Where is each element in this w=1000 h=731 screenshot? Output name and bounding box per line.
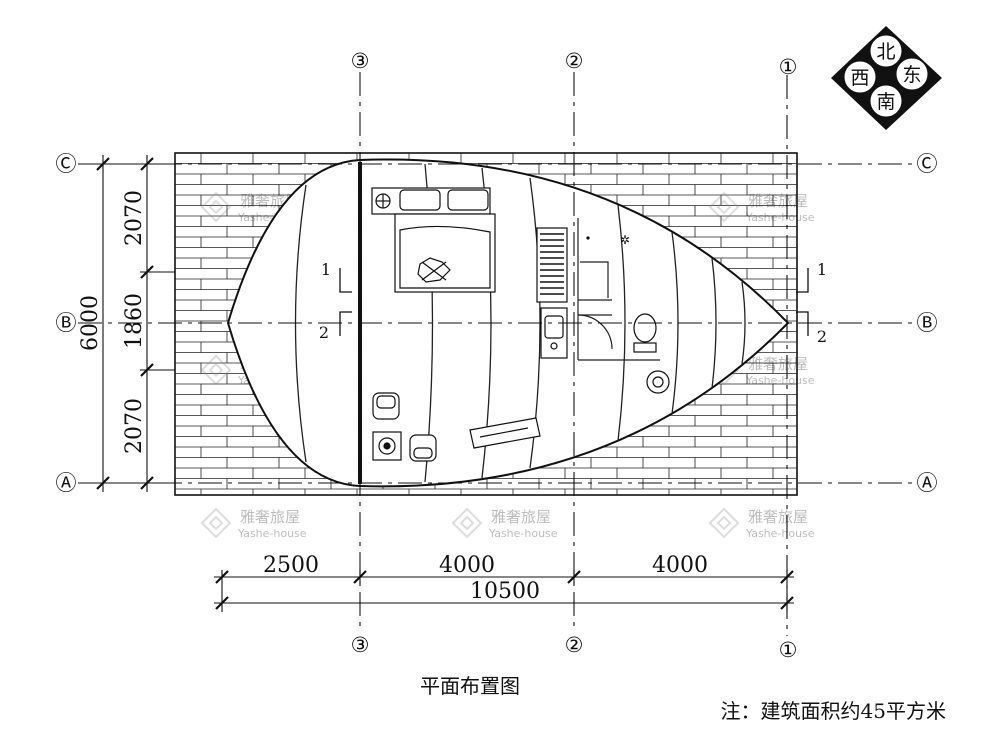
svg-text:Yashe-house: Yashe-house (745, 211, 815, 224)
grid-axes: ③ ② ① ③ ② ① Ⓒ Ⓑ Ⓐ Ⓒ Ⓑ Ⓐ (56, 49, 938, 662)
axis-label-c-right: Ⓒ (917, 152, 938, 176)
bed (394, 213, 496, 293)
dim-bottom-seg3: 4000 (652, 553, 708, 578)
bathroom-partitions (577, 218, 660, 361)
compass-east-circle (895, 57, 929, 91)
axis-label-2-top: ② (565, 49, 584, 73)
dim-bottom-seg2: 4000 (439, 553, 495, 578)
compass-south-circle (869, 84, 903, 118)
svg-text:雅奢旅屋: 雅奢旅屋 (748, 192, 808, 210)
axis-label-1-top: ① (779, 55, 798, 79)
svg-text:雅奢旅屋: 雅奢旅屋 (748, 508, 808, 526)
svg-text:雅奢旅屋: 雅奢旅屋 (748, 355, 808, 373)
area-note: 注：建筑面积约45平方米 (721, 699, 946, 723)
compass-west: 西 (850, 67, 869, 89)
drain-icon (586, 236, 590, 240)
compass-rose: 北 西 东 南 (831, 26, 942, 130)
desk (469, 417, 541, 449)
dim-left-bottom: 2070 (122, 398, 147, 454)
section-mark-left-1: 1 (321, 260, 331, 279)
axis-label-3-bottom: ③ (351, 633, 370, 657)
compass-south: 南 (876, 91, 895, 113)
pillow (447, 189, 489, 211)
left-dimensions (95, 155, 175, 492)
axis-label-b-right: Ⓑ (917, 311, 938, 335)
section-mark-right-2: 2 (817, 327, 827, 346)
dim-bottom-total: 10500 (470, 579, 540, 604)
compass-north-circle (869, 34, 903, 68)
compass-east: 东 (902, 64, 921, 86)
dim-left-middle: 1860 (122, 293, 147, 349)
section-mark-left-2: 2 (319, 323, 329, 342)
axis-label-b-left: Ⓑ (56, 311, 77, 335)
wash-basin (646, 370, 670, 394)
bed-cushion-icon (417, 257, 451, 283)
wardrobe (536, 227, 568, 303)
compass-diamond (831, 26, 942, 130)
svg-text:雅奢旅屋: 雅奢旅屋 (491, 508, 551, 526)
dim-left-top: 2070 (122, 190, 147, 246)
wardrobe-shelves (540, 233, 564, 295)
sink-basin (544, 315, 564, 339)
compass-north: 北 (876, 41, 895, 63)
svg-text:Yashe-house: Yashe-house (745, 374, 815, 387)
axis-label-1-bottom: ① (779, 638, 798, 662)
section-markers (339, 268, 809, 336)
armchair (372, 392, 400, 420)
toilet-tank (633, 342, 657, 353)
axis-label-3-top: ③ (351, 49, 370, 73)
compass-west-circle (843, 60, 877, 94)
bed-blanket (399, 225, 491, 289)
svg-text:Yashe-house: Yashe-house (488, 527, 558, 540)
axis-label-a-left: Ⓐ (56, 471, 77, 495)
bedside-lamp-icon (375, 193, 391, 209)
drawing-caption: 平面布置图 (420, 674, 520, 698)
dim-left-total: 6000 (78, 295, 103, 351)
bottom-dimensions (214, 570, 794, 612)
svg-text:雅奢旅屋: 雅奢旅屋 (240, 508, 300, 526)
shower-icon: ✲ (620, 233, 630, 247)
section-mark-right-1: 1 (817, 260, 827, 279)
axis-label-c-left: Ⓒ (56, 152, 77, 176)
svg-text:Yashe-house: Yashe-house (745, 527, 815, 540)
toilet (633, 313, 657, 343)
pillow (399, 189, 441, 211)
furniture: ✲ (371, 187, 670, 462)
svg-text:Yashe-house: Yashe-house (237, 527, 307, 540)
axis-label-2-bottom: ② (565, 633, 584, 657)
dim-bottom-seg1: 2500 (263, 553, 319, 578)
sink-drain-icon (550, 342, 558, 350)
axis-label-a-right: Ⓐ (917, 471, 938, 495)
